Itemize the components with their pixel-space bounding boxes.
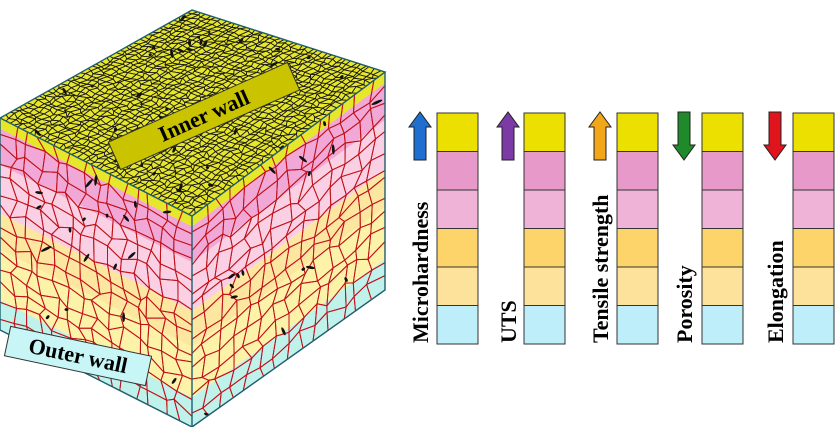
layer-box: [523, 228, 566, 268]
layer-box: [616, 189, 659, 229]
layer-box: [616, 266, 659, 306]
property-label: Tensile strength: [588, 194, 613, 343]
property-label: UTS: [496, 300, 521, 343]
layer-box: [792, 305, 835, 345]
layer-box: [436, 266, 479, 306]
layer-box: [523, 305, 566, 345]
layer-box: [436, 112, 479, 152]
layer-box: [701, 189, 744, 229]
layer-box: [701, 305, 744, 345]
layer-box: [523, 189, 566, 229]
layer-box: [792, 266, 835, 306]
cube-edges: [0, 9, 387, 427]
layer-box: [436, 228, 479, 268]
layer-box: [792, 228, 835, 268]
cube-right-face: [192, 72, 385, 427]
property-tensile-strength: Tensile strength: [588, 111, 659, 345]
up-arrow-icon: [408, 111, 432, 161]
layer-box: [701, 266, 744, 306]
down-arrow-icon: [763, 111, 787, 161]
layer-box: [792, 151, 835, 191]
layer-box: [436, 189, 479, 229]
layer-box: [616, 305, 659, 345]
layer-box: [701, 151, 744, 191]
layer-box: [436, 305, 479, 345]
layer-box: [792, 189, 835, 229]
property-label: Elongation: [763, 240, 788, 343]
layer-box: [616, 112, 659, 152]
layer-box: [792, 112, 835, 152]
layer-box: [616, 151, 659, 191]
layer-box: [701, 228, 744, 268]
layer-box: [436, 151, 479, 191]
up-arrow-icon: [496, 111, 520, 161]
up-arrow-icon: [588, 111, 612, 161]
property-elongation: Elongation: [763, 111, 835, 345]
property-porosity: Porosity: [672, 111, 744, 345]
microstructure-cube: Inner wall Outer wall: [0, 9, 387, 427]
down-arrow-icon: [672, 111, 696, 161]
property-label: Microhardness: [408, 201, 433, 343]
layer-box: [523, 151, 566, 191]
layer-box: [523, 112, 566, 152]
layer-box: [616, 228, 659, 268]
property-label: Porosity: [672, 265, 697, 343]
layer-box: [523, 266, 566, 306]
property-uts: UTS: [496, 111, 566, 345]
property-microhardness: Microhardness: [408, 111, 479, 345]
layer-box: [701, 112, 744, 152]
